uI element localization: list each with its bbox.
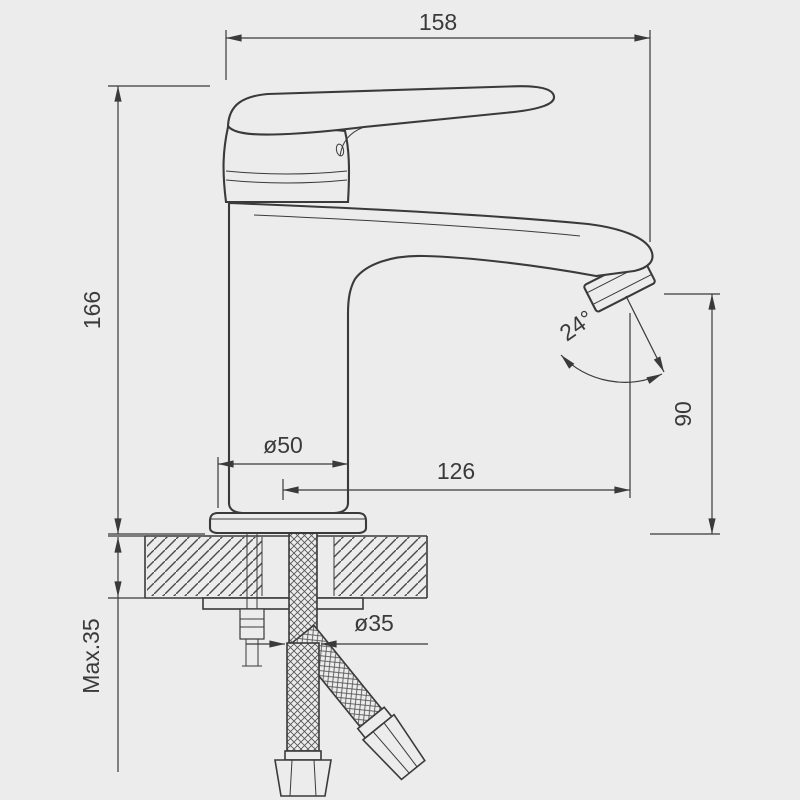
hose-collar-vertical bbox=[284, 750, 322, 761]
countertop-section bbox=[144, 535, 428, 599]
faucet-lever bbox=[226, 85, 556, 136]
dimension-base-diameter: ø50 bbox=[217, 432, 349, 508]
lever-neck-line bbox=[339, 126, 365, 157]
mounting-hole-walls bbox=[261, 537, 335, 596]
hose-nut-vertical bbox=[274, 759, 332, 797]
mounting-plate bbox=[202, 597, 364, 610]
faucet-spout-body bbox=[227, 201, 654, 515]
dim-label-hole-diameter: ø35 bbox=[354, 610, 394, 636]
dim-label-spout-height: 90 bbox=[670, 401, 696, 427]
faucet-handle-body bbox=[222, 125, 351, 204]
countertop-hatch-right bbox=[334, 537, 426, 596]
supply-hose-vertical bbox=[274, 642, 332, 797]
dim-label-spout-reach: 126 bbox=[437, 458, 475, 484]
dim-label-overall-height: 166 bbox=[79, 291, 105, 329]
hose-nut-diagonal bbox=[361, 713, 426, 781]
dim-label-overall-width: 158 bbox=[419, 9, 457, 35]
ext-lines-max35 bbox=[108, 535, 145, 599]
fixing-stud-nut bbox=[239, 608, 265, 667]
dim-label-stream-angle: 24° bbox=[555, 305, 598, 346]
dim-label-deck-thickness: Max.35 bbox=[78, 618, 104, 693]
faucet-base bbox=[208, 511, 368, 535]
faucet-body bbox=[208, 85, 656, 535]
countertop-hatch-left bbox=[147, 537, 262, 596]
stream-direction-line bbox=[625, 295, 665, 373]
faucet-shank bbox=[288, 532, 318, 644]
angle-arc bbox=[560, 354, 663, 384]
dim-label-base-diameter: ø50 bbox=[263, 432, 303, 458]
mounting-hardware bbox=[202, 532, 426, 797]
dimension-hole-diameter: ø35 bbox=[246, 610, 428, 648]
dimension-spout-reach: 126 bbox=[282, 313, 631, 500]
dimension-overall-width: 158 bbox=[225, 9, 651, 242]
dimension-spout-height: 90 bbox=[650, 293, 720, 535]
ext-lines-166 bbox=[108, 85, 210, 535]
handle-collar-joint-lines bbox=[225, 170, 348, 184]
handle-indicator-dot bbox=[335, 143, 345, 157]
spout-highlight-line bbox=[253, 214, 581, 237]
dimension-overall-height: 166 bbox=[79, 85, 210, 535]
dimension-deck-thickness: Max.35 bbox=[78, 535, 145, 772]
fixing-stud-rod bbox=[246, 534, 258, 609]
dimension-stream-angle: 24° bbox=[555, 295, 665, 384]
